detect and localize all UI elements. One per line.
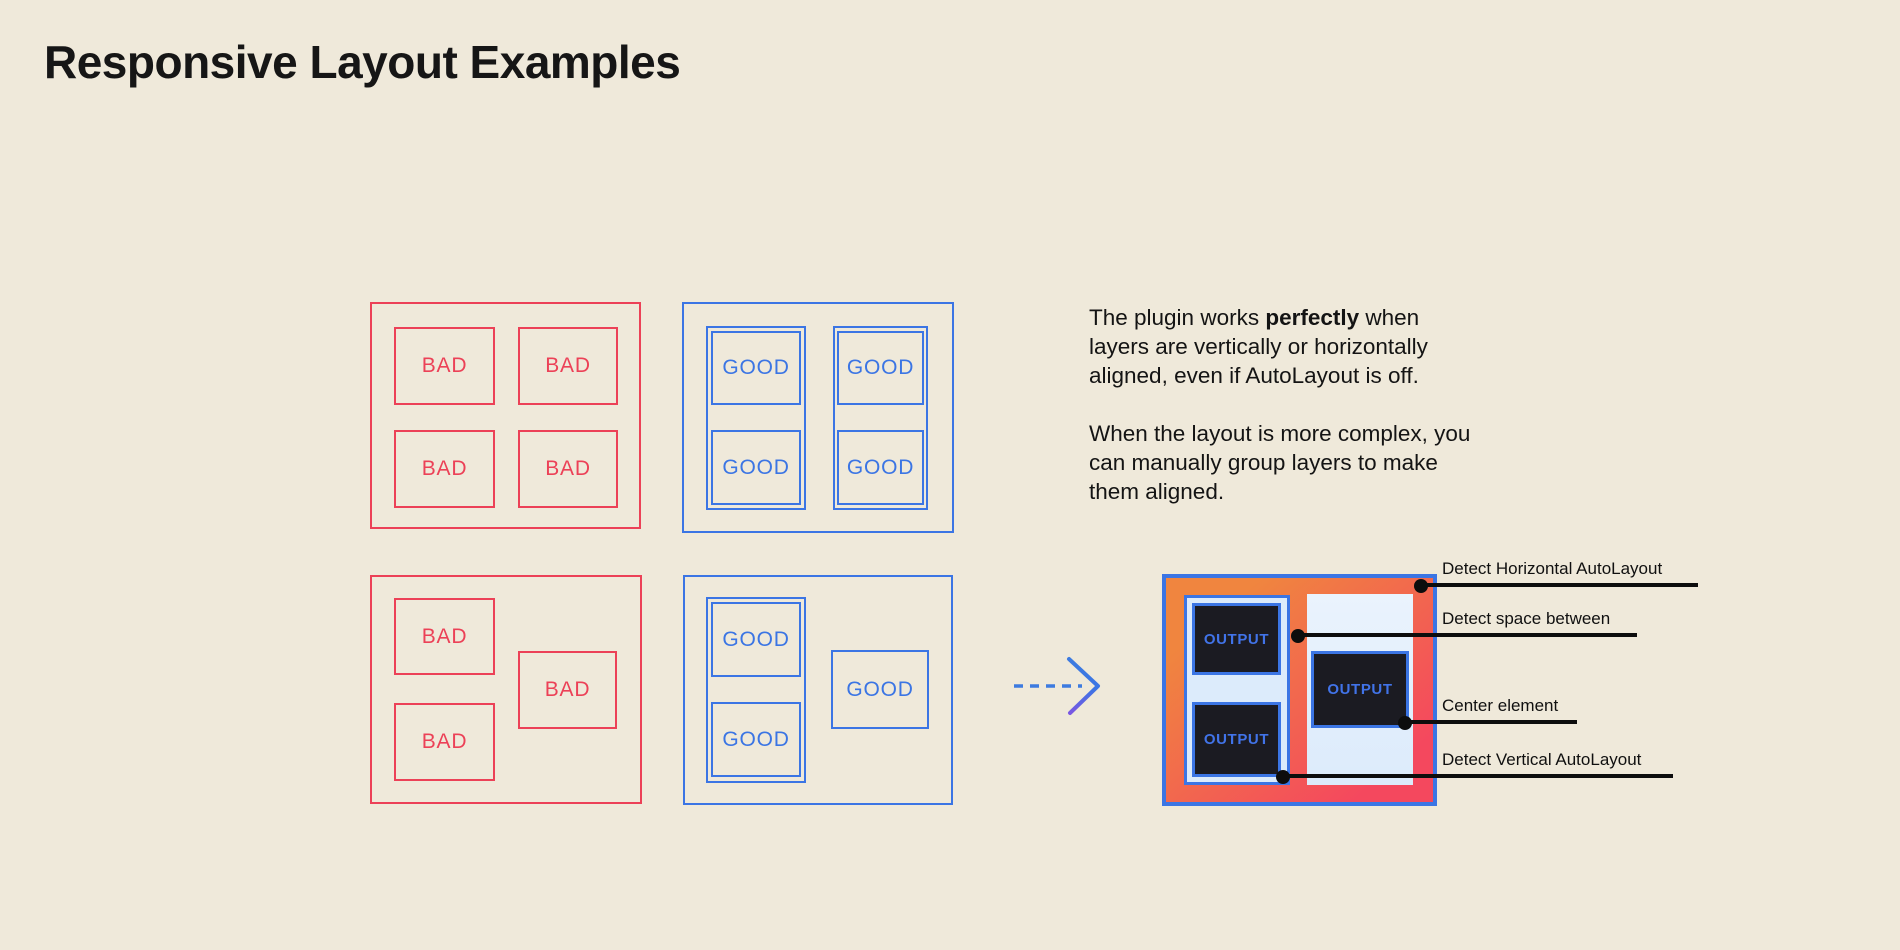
description-paragraph-1: The plugin works perfectly when layers a… (1089, 303, 1517, 390)
bad-box: BAD (394, 327, 495, 405)
output-box: OUTPUT (1311, 651, 1409, 728)
good-group-left: GOOD GOOD (706, 597, 806, 783)
output-vertical-group: OUTPUT OUTPUT (1184, 595, 1290, 785)
output-center-column: OUTPUT (1307, 594, 1413, 785)
callout-label-center-element: Center element (1442, 696, 1559, 715)
description-p1-bold: perfectly (1265, 305, 1360, 330)
callout-line (1283, 774, 1673, 778)
bad-box: BAD (518, 327, 618, 405)
callout-label-horizontal-autolayout: Detect Horizontal AutoLayout (1442, 559, 1663, 578)
bad-box: BAD (394, 703, 495, 781)
bad-box: BAD (518, 651, 617, 729)
description-text: The plugin works perfectly when layers a… (1089, 303, 1517, 506)
bad-box: BAD (518, 430, 618, 508)
good-box: GOOD (831, 650, 929, 729)
description-paragraph-2: When the layout is more complex, you can… (1089, 421, 1471, 504)
description-p1-after: when layers are vertically or horizontal… (1089, 305, 1428, 388)
output-box: OUTPUT (1192, 702, 1281, 777)
good-group-right: GOOD GOOD (833, 326, 928, 510)
output-box: OUTPUT (1192, 603, 1281, 675)
transform-arrow-icon (1008, 650, 1108, 720)
page-title: Responsive Layout Examples (44, 36, 681, 88)
good-box: GOOD (711, 331, 801, 405)
good-box: GOOD (837, 331, 924, 405)
bad-box: BAD (394, 598, 495, 675)
good-box: GOOD (837, 430, 924, 505)
output-frame: OUTPUT OUTPUT OUTPUT (1162, 574, 1437, 806)
callout-line (1421, 583, 1698, 587)
callout-label-vertical-autolayout: Detect Vertical AutoLayout (1442, 750, 1642, 769)
good-grouped-frame: GOOD GOOD GOOD (683, 575, 953, 805)
good-box: GOOD (711, 602, 801, 677)
good-aligned-frame: GOOD GOOD GOOD GOOD (682, 302, 954, 533)
callout-line (1298, 633, 1637, 637)
bad-box: BAD (394, 430, 495, 508)
description-p1-before: The plugin works (1089, 305, 1266, 330)
callout-label-space-between: Detect space between (1442, 609, 1611, 628)
good-group-left: GOOD GOOD (706, 326, 806, 510)
good-box: GOOD (711, 702, 801, 777)
bad-aligned-frame: BAD BAD BAD BAD (370, 302, 641, 529)
good-box: GOOD (711, 430, 801, 505)
callout-line (1405, 720, 1577, 724)
bad-unaligned-frame: BAD BAD BAD (370, 575, 642, 804)
